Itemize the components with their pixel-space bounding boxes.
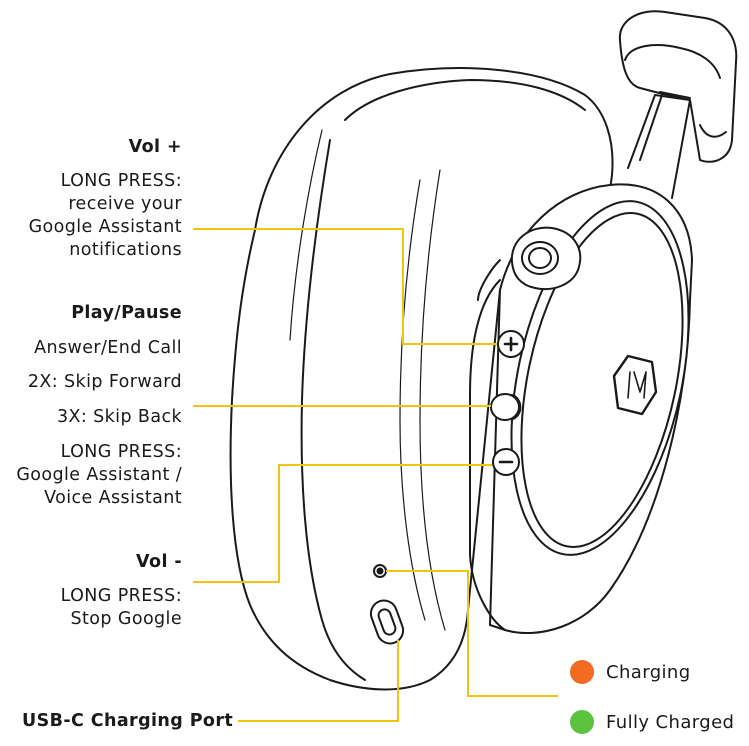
legend-item-fully-charged: Fully Charged [570,708,734,736]
headband-stem [618,10,738,199]
leader-led [386,570,558,697]
play-pause-skip-forward: 2X: Skip Forward [27,372,182,392]
vol-up-description: LONG PRESS: receive your Google Assistan… [28,171,182,260]
legend-item-charging: Charging [570,658,691,686]
vol-down-description: LONG PRESS: Stop Google [60,586,182,629]
play-pause-skip-back: 3X: Skip Back [56,407,182,427]
earcup-housing [469,183,693,634]
vol-up-button [497,330,525,358]
play-pause-long-press: LONG PRESS: Google Assistant / Voice Ass… [16,442,182,508]
charging-dot-icon [570,660,594,684]
legend-label-charging: Charging [606,661,691,683]
top-button [510,226,582,290]
vol-down-title: Vol - [136,552,182,572]
legend-label-fully-charged: Fully Charged [606,711,735,733]
leader-usb [238,640,399,722]
vol-up-title: Vol + [128,137,182,157]
leader-vol-down [193,464,492,583]
leader-lines [193,228,558,722]
fully-charged-dot-icon [570,710,594,734]
usb-c-title: USB-C Charging Port [22,711,234,731]
vol-down-button [492,448,520,476]
mw-hexagon-logo [612,354,658,416]
play-pause-button [490,393,522,421]
led-legend: Charging Fully Charged [570,658,745,738]
play-pause-answer: Answer/End Call [34,338,182,358]
usb-c-port [369,599,405,645]
leader-vol-up [193,228,497,345]
play-pause-title: Play/Pause [71,303,182,323]
